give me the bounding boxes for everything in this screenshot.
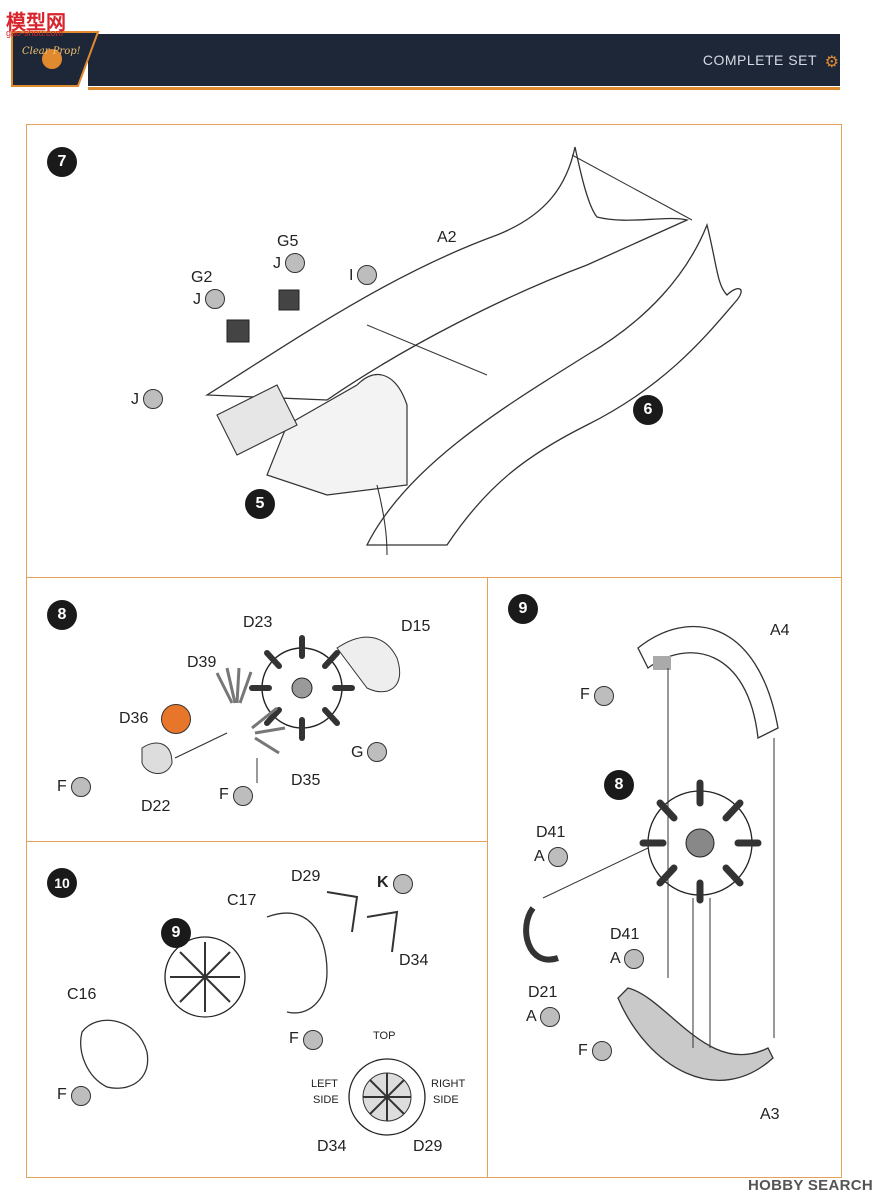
glue-icon <box>357 265 377 285</box>
label-d41-a: D41 <box>536 824 566 841</box>
glue-icon <box>143 389 163 409</box>
sub-step-9: 9 <box>161 918 191 948</box>
label-left-2: SIDE <box>313 1094 339 1106</box>
label-g5: G5 <box>277 233 299 250</box>
sub-step-8: 8 <box>604 770 634 800</box>
clear-prop-logo: Clear Prop! <box>11 31 100 87</box>
label-f-top: F <box>580 686 590 703</box>
label-d29-b: D29 <box>413 1138 443 1155</box>
glue-icon <box>71 777 91 797</box>
header: Clear Prop! COMPLETE SET ⚙ 模型网 gao-shou.… <box>0 0 883 100</box>
glue-icon <box>303 1030 323 1050</box>
label-d15: D15 <box>401 618 431 635</box>
label-f-bottom: F <box>578 1042 588 1059</box>
label-j-g5: J <box>273 255 281 272</box>
sub-step-5: 5 <box>245 489 275 519</box>
label-c17: C17 <box>227 892 257 909</box>
label-d23: D23 <box>243 614 273 631</box>
header-stripe <box>88 87 840 90</box>
label-f-mid: F <box>219 786 229 803</box>
label-d21: D21 <box>528 984 558 1001</box>
glue-icon <box>367 742 387 762</box>
label-j: J <box>131 391 139 408</box>
label-f-left: F <box>57 1086 67 1103</box>
fuselage-drawing <box>204 146 742 556</box>
header-bar <box>88 34 840 86</box>
glue-icon <box>285 253 305 273</box>
label-d34-b: D34 <box>317 1138 347 1155</box>
label-g2: G2 <box>191 269 213 286</box>
label-c16: C16 <box>67 986 97 1003</box>
glue-icon <box>233 786 253 806</box>
glue-icon <box>592 1041 612 1061</box>
label-k: K <box>377 874 389 891</box>
glue-icon <box>594 686 614 706</box>
footer-watermark: HOBBY SEARCH <box>747 1177 873 1194</box>
label-a-3: A <box>526 1008 537 1025</box>
step-number-8: 8 <box>47 600 77 630</box>
step-8-panel: 8 D23 D15 D39 D36 F D22 F D35 G <box>26 577 488 842</box>
label-a-2: A <box>610 950 621 967</box>
glue-icon <box>71 1086 91 1106</box>
label-i: I <box>349 267 354 284</box>
logo-text: Clear Prop! <box>22 46 81 57</box>
step-number-9: 9 <box>508 594 538 624</box>
cowling-ring-drawing <box>80 891 426 1136</box>
label-j-g2: J <box>193 291 201 308</box>
glue-icon <box>540 1007 560 1027</box>
label-d35: D35 <box>291 772 321 789</box>
glue-icon <box>205 289 225 309</box>
step-number-7: 7 <box>47 147 77 177</box>
label-a3-part: A3 <box>760 1106 780 1123</box>
label-top: TOP <box>373 1030 396 1042</box>
label-d41-b: D41 <box>610 926 640 943</box>
label-left-1: LEFT <box>311 1078 338 1090</box>
glue-icon <box>393 874 413 894</box>
label-right-2: SIDE <box>433 1094 459 1106</box>
watermark-sub: gao-shou.com <box>6 28 64 38</box>
glue-icon <box>624 949 644 969</box>
label-f-left: F <box>57 778 67 795</box>
label-a-1: A <box>534 848 545 865</box>
label-d22: D22 <box>141 798 171 815</box>
sub-step-6: 6 <box>633 395 663 425</box>
step-9-panel: 9 8 A4 F D41 A D41 A D21 A F A3 <box>487 577 842 1178</box>
label-a2: A2 <box>437 229 457 246</box>
engine-assembly-drawing <box>141 635 401 783</box>
label-d39: D39 <box>187 654 217 671</box>
watermark: 模型网 <box>6 12 66 34</box>
label-d29: D29 <box>291 868 321 885</box>
header-title: COMPLETE SET <box>702 52 817 68</box>
step-number-10: 10 <box>47 868 77 898</box>
gear-icon: ⚙ <box>824 54 839 71</box>
glue-icon <box>548 847 568 867</box>
label-d36: D36 <box>119 710 149 727</box>
label-right-1: RIGHT <box>431 1078 466 1090</box>
step-10-panel: 10 9 D29 K C17 D34 C16 F F TOP LEFT SIDE… <box>26 841 488 1178</box>
step-7-panel: 7 5 6 A2 G5 J G2 J I J <box>26 124 842 578</box>
label-d34: D34 <box>399 952 429 969</box>
label-a4: A4 <box>770 622 790 639</box>
label-f-mid: F <box>289 1030 299 1047</box>
cowling-drawing <box>523 626 779 1081</box>
label-g: G <box>351 744 364 761</box>
clear-part-icon <box>161 704 191 734</box>
